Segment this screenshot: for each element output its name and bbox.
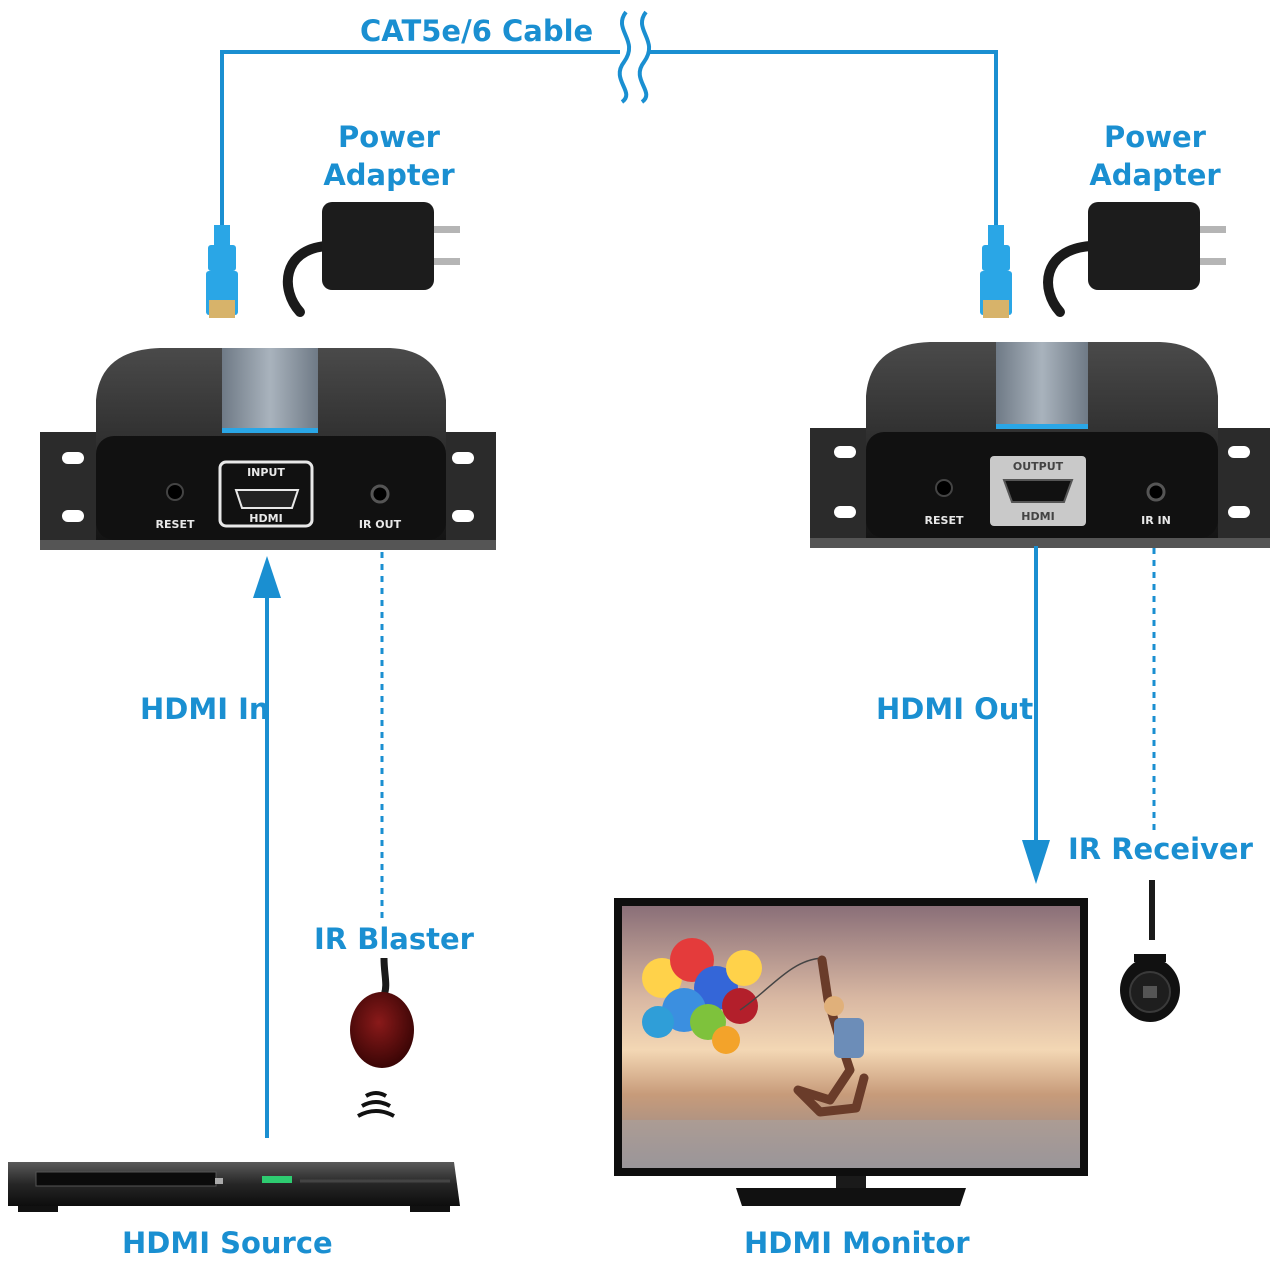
power-adapter-left-line2: Adapter xyxy=(323,158,455,192)
ir-blaster-icon xyxy=(350,957,414,1118)
transmitter-hdmi-label: HDMI xyxy=(249,512,282,525)
ir-blaster-label: IR Blaster xyxy=(314,922,474,956)
hdmi-out-arrow xyxy=(1022,546,1050,884)
receiver-output-label: OUTPUT xyxy=(1013,460,1064,473)
cat-cable xyxy=(220,10,998,240)
power-adapter-right-line1: Power xyxy=(1104,120,1206,154)
hdmi-in-arrow xyxy=(253,556,281,1138)
transmitter-ir-out-label: IR OUT xyxy=(359,518,402,531)
receiver-ir-in-label: IR IN xyxy=(1141,514,1171,527)
receiver-device xyxy=(810,342,1270,548)
hdmi-monitor-label: HDMI Monitor xyxy=(744,1226,970,1260)
transmitter-reset-label: RESET xyxy=(156,518,195,531)
transmitter-device xyxy=(40,348,496,550)
receiver-reset-label: RESET xyxy=(925,514,964,527)
power-adapter-right-label: Power Adapter xyxy=(1088,118,1222,194)
power-adapter-right-line2: Adapter xyxy=(1089,158,1221,192)
power-adapter-right-icon xyxy=(1043,202,1226,317)
receiver-hdmi-label: HDMI xyxy=(1021,510,1054,523)
rj45-plug-left xyxy=(206,225,238,318)
power-adapter-left-line1: Power xyxy=(338,120,440,154)
power-adapter-left-icon xyxy=(282,202,460,317)
hdmi-source-label: HDMI Source xyxy=(122,1226,333,1260)
hdmi-source-device xyxy=(8,1162,460,1212)
cat-cable-label: CAT5e/6 Cable xyxy=(360,14,594,48)
ir-receiver-label: IR Receiver xyxy=(1068,832,1253,866)
hdmi-in-label: HDMI In xyxy=(140,692,270,726)
rj45-plug-right xyxy=(980,225,1012,318)
transmitter-input-label: INPUT xyxy=(247,466,285,479)
hdmi-monitor-device xyxy=(614,898,1088,1206)
ir-receiver-icon xyxy=(1120,880,1180,1022)
hdmi-out-label: HDMI Out xyxy=(876,692,1034,726)
power-adapter-left-label: Power Adapter xyxy=(322,118,456,194)
